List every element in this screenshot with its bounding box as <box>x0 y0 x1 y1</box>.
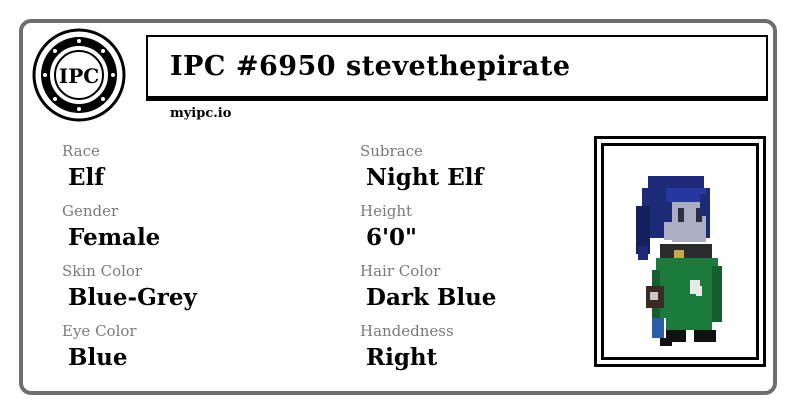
attr-label: Handedness <box>360 322 454 340</box>
attr-value: Elf <box>68 164 105 191</box>
attr-value: Blue <box>68 344 128 371</box>
attr-skin-color: Skin Color Blue-Grey <box>62 262 197 311</box>
attr-label: Hair Color <box>360 262 441 280</box>
attr-label: Height <box>360 202 413 220</box>
attr-handedness: Handedness Right <box>360 322 454 371</box>
ipc-logo: IPC <box>32 28 126 122</box>
attr-height: Height 6'0" <box>360 202 417 251</box>
portrait-frame <box>594 136 766 367</box>
page-title: IPC #6950 stevethepirate <box>170 51 571 82</box>
attr-race: Race Elf <box>62 142 104 191</box>
title-bar: IPC #6950 stevethepirate <box>146 35 768 101</box>
pixel-character-icon <box>636 176 722 346</box>
attr-label: Race <box>62 142 100 160</box>
attr-hair-color: Hair Color Dark Blue <box>360 262 496 311</box>
attr-label: Skin Color <box>62 262 143 280</box>
attr-gender: Gender Female <box>62 202 160 251</box>
logo-text: IPC <box>59 64 99 88</box>
portrait-inner-frame <box>601 143 759 360</box>
attr-value: Blue-Grey <box>68 284 197 311</box>
attr-eye-color: Eye Color Blue <box>62 322 137 371</box>
attr-value: Female <box>68 224 161 251</box>
attr-value: Right <box>366 344 438 371</box>
attr-label: Gender <box>62 202 119 220</box>
attr-value: Dark Blue <box>366 284 497 311</box>
site-link[interactable]: myipc.io <box>170 106 232 121</box>
attr-label: Subrace <box>360 142 423 160</box>
attr-value: Night Elf <box>366 164 484 191</box>
attr-label: Eye Color <box>62 322 137 340</box>
attr-subrace: Subrace Night Elf <box>360 142 483 191</box>
attr-value: 6'0" <box>366 224 418 251</box>
